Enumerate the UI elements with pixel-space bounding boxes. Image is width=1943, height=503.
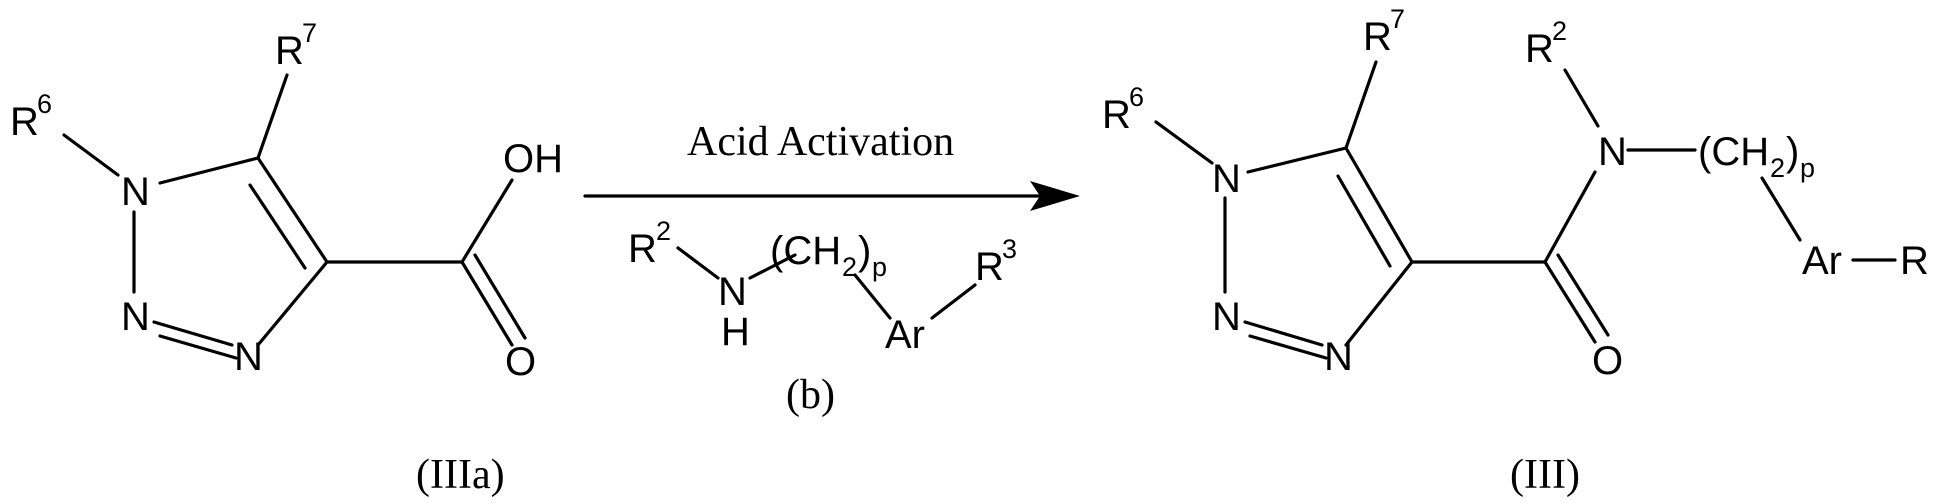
bond-r2-n-reagent xyxy=(678,248,718,278)
p-r6-superscript: 6 xyxy=(1129,82,1144,112)
reagent-n-label: N xyxy=(718,270,747,314)
p-amide-n-label: N xyxy=(1598,130,1627,174)
p-p-subscript: p xyxy=(1800,153,1815,183)
p-bond-n3-c4 xyxy=(1346,262,1412,345)
p-ar-label: Ar xyxy=(1802,239,1842,283)
bond-n2-n3-inner xyxy=(160,336,236,358)
reactant-compound-label: (IIIa) xyxy=(416,452,505,498)
reagent-structure: R 2 N H (CH 2 ) p Ar R 3 (b) xyxy=(628,216,1017,418)
bond-cacid-oh xyxy=(462,180,512,262)
p-bond-c5-r7 xyxy=(1346,62,1376,148)
bond-n1-c5 xyxy=(160,158,258,183)
p-r-end-label: R xyxy=(1900,239,1929,283)
p-bond-r6-n1 xyxy=(1156,122,1212,163)
p-r7-superscript: 7 xyxy=(1390,4,1405,34)
reagent-h-label: H xyxy=(721,310,750,354)
product-structure: R 6 R 7 N N N O R 2 N (CH 2 ) p Ar R (II… xyxy=(1102,4,1929,498)
reagent-label: (b) xyxy=(786,372,835,418)
p-ch2-label: (CH xyxy=(1698,130,1769,174)
bond-c5-r7 xyxy=(258,75,287,158)
p-bond-n-r2 xyxy=(1565,70,1598,126)
r7-superscript: 7 xyxy=(302,18,317,48)
p-r2-label: R xyxy=(1525,27,1554,71)
r7-label: R xyxy=(275,29,304,73)
p-ch2-close: ) xyxy=(1786,130,1799,174)
n2-label: N xyxy=(121,295,150,339)
reagent-ch2-close: ) xyxy=(858,229,871,273)
bond-n2-n3 xyxy=(154,322,232,345)
p-bond-c5-c4-inner xyxy=(1338,176,1390,266)
reagent-r2-label: R xyxy=(628,227,657,271)
product-compound-label: (III) xyxy=(1510,452,1580,498)
p-bond-n1-c5 xyxy=(1248,148,1346,172)
bond-c5-c4-inner xyxy=(250,185,305,268)
p-carbonyl-o-label: O xyxy=(1592,339,1623,383)
reactant-structure: R 6 R 7 N N N OH O (IIIa) xyxy=(10,18,563,498)
bond-n3-c4 xyxy=(258,262,327,345)
n3-label: N xyxy=(234,335,263,379)
bond-ar-r3-reagent xyxy=(932,285,975,318)
arrow-condition-text: Acid Activation xyxy=(687,119,954,165)
reagent-p-subscript: p xyxy=(872,252,887,282)
r6-superscript: 6 xyxy=(37,89,52,119)
p-r7-label: R xyxy=(1363,15,1392,59)
p-ch2-subscript: 2 xyxy=(1770,153,1785,183)
p-bond-camide-n xyxy=(1545,172,1595,262)
reagent-r2-superscript: 2 xyxy=(656,216,671,246)
p-n1-label: N xyxy=(1212,157,1241,201)
p-r6-label: R xyxy=(1102,93,1131,137)
r6-label: R xyxy=(10,100,39,144)
reagent-ch2-label: (CH xyxy=(770,229,841,273)
p-bond-n2-n3 xyxy=(1245,322,1322,345)
p-bond-n2-n3-inner xyxy=(1250,336,1326,358)
bond-r6-n1 xyxy=(64,135,118,175)
oh-label: OH xyxy=(503,137,563,181)
reagent-ar-label: Ar xyxy=(885,313,925,357)
p-bond-ch2-ar xyxy=(1762,178,1800,240)
reagent-ch2-subscript: 2 xyxy=(842,252,857,282)
p-n2-label: N xyxy=(1212,295,1241,339)
carbonyl-o-label: O xyxy=(505,340,536,384)
p-n3-label: N xyxy=(1324,335,1353,379)
p-r2-superscript: 2 xyxy=(1552,16,1567,46)
reagent-r3-label: R xyxy=(975,245,1004,289)
reagent-r3-superscript: 3 xyxy=(1002,234,1017,264)
reaction-arrow-group: Acid Activation xyxy=(585,119,1080,211)
n1-label: N xyxy=(121,170,150,214)
